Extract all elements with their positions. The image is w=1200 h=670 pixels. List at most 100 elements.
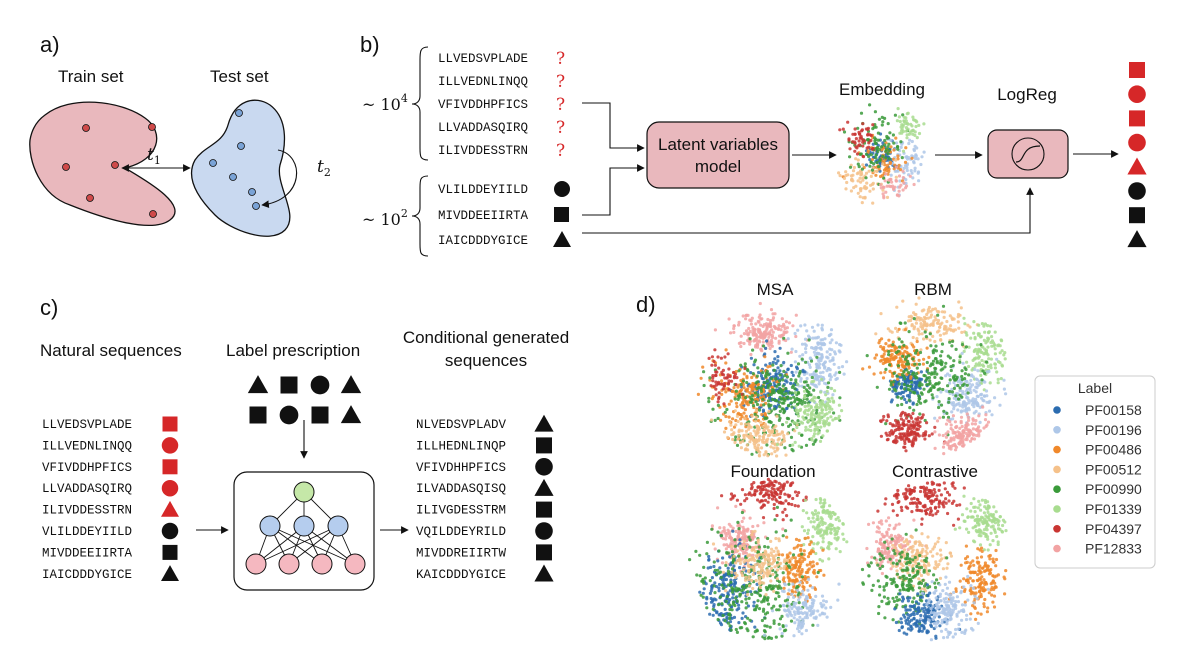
embedding-point (801, 619, 805, 623)
embedding-point (867, 365, 872, 369)
embedding-point (828, 504, 832, 508)
embedding-point (786, 351, 790, 355)
embedding-point (717, 549, 721, 553)
embedding-point (848, 155, 852, 159)
embedding-point (845, 540, 849, 544)
embedding-point (893, 540, 898, 544)
embedding-point (705, 595, 709, 600)
train-point (86, 194, 94, 202)
embedding-point (809, 393, 813, 397)
natural-sequence-list: LLVEDSVPLADEILLVEDNLINQQVFIVDDHPFICSLLVA… (42, 416, 179, 582)
embedding-point (934, 318, 938, 322)
embedding-point (899, 435, 904, 439)
embedding-point (745, 593, 750, 597)
embedding-point (897, 436, 901, 440)
embedding-point (769, 409, 774, 413)
embedding-point (750, 482, 754, 487)
embedding-point (747, 578, 751, 582)
embedding-point (770, 553, 774, 558)
embedding-point (884, 172, 888, 176)
test-point (237, 142, 245, 150)
embedding-point (730, 428, 734, 432)
embedding-point (978, 503, 982, 507)
embedding-point (915, 366, 919, 370)
embedding-point (941, 503, 945, 507)
embedding-point (748, 545, 752, 549)
embedding-point (805, 580, 809, 585)
embedding-point (977, 434, 981, 438)
embedding-point (780, 631, 784, 636)
embedding-point (931, 359, 936, 363)
embedding-point (917, 179, 921, 183)
embedding-point (735, 599, 739, 603)
embedding-point (822, 573, 826, 577)
embedding-point (951, 414, 956, 418)
embedding-point (812, 434, 816, 438)
embedding-point (737, 588, 741, 592)
embedding-point (746, 422, 751, 426)
embedding-point (717, 589, 721, 593)
embedding-point (757, 408, 762, 412)
embedding-point (879, 371, 883, 375)
embedding-point (936, 318, 941, 323)
embedding-point (979, 515, 984, 519)
embedding-point (766, 545, 770, 549)
embedding-point (961, 438, 965, 442)
embedding-point (783, 374, 787, 378)
embedding-point (824, 606, 828, 610)
embedding-point (719, 623, 724, 627)
embedding-point (920, 522, 924, 526)
embedding-point (735, 559, 740, 563)
embedding-point (948, 340, 952, 344)
embedding-point (984, 389, 989, 393)
embedding-point (748, 516, 752, 520)
embedding-point (945, 411, 949, 415)
embedding-point (892, 380, 896, 384)
embedding-point (944, 435, 949, 439)
embedding-point (879, 537, 883, 541)
embedding-point (716, 403, 721, 407)
embedding-point (896, 420, 900, 424)
embedding-point (967, 387, 972, 391)
embedding-point (948, 378, 952, 382)
embedding-point (713, 591, 717, 595)
prescribed-label-grid (247, 375, 362, 425)
embedding-point (747, 575, 751, 579)
embedding-point (902, 387, 907, 391)
embedding-point (733, 571, 737, 575)
embedding-point (759, 389, 764, 393)
embedding-point (751, 635, 755, 639)
embedding-point (933, 366, 937, 370)
embedding-point (913, 486, 917, 490)
embedding-point (925, 368, 930, 372)
embedding-point (765, 624, 769, 628)
embedding-point (928, 332, 932, 336)
embedding-point (764, 488, 768, 492)
embedding-point (952, 381, 956, 385)
embedding-point (884, 367, 888, 371)
embedding-point (883, 179, 887, 183)
embedding-point (984, 500, 988, 505)
embedding-point (811, 623, 815, 627)
embedding-point (794, 349, 798, 354)
embedding-point (825, 532, 829, 536)
visible-node (245, 553, 267, 575)
embedding-point (734, 561, 738, 565)
embedding-point (917, 123, 921, 127)
sequence-text: KAICDDDYGICE (416, 568, 506, 582)
embedding-point (883, 370, 887, 374)
embedding-point (747, 569, 751, 573)
embedding-point (754, 578, 758, 583)
embedding-point (984, 525, 988, 530)
embedding-point (801, 559, 805, 564)
embedding-point (924, 378, 928, 382)
embedding-point (911, 115, 915, 119)
embedding-point (920, 517, 924, 521)
embedding-point (860, 201, 864, 205)
embedding-point (698, 574, 702, 578)
embedding-point (935, 494, 939, 498)
embedding-point (877, 147, 882, 151)
embedding-point (720, 494, 724, 498)
embedding-point (838, 370, 842, 374)
embedding-point (833, 373, 837, 377)
